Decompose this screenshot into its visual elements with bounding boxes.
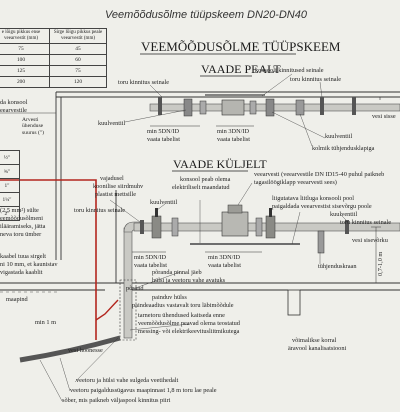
underground-pipe — [19, 335, 121, 363]
note-5: kaabel tuua sirgelt — [0, 253, 47, 260]
label-konsool-kinnitus: konsooli kinnitused seinale — [255, 67, 324, 74]
label-top-vaata-1: vaata tabelist — [147, 136, 181, 143]
label-tarnetoru: tarnetoru ühendused kaitseda enne — [138, 312, 225, 319]
top-valve-right — [265, 98, 275, 117]
side-view-pipe — [19, 182, 400, 402]
label-vajadusel: vajadusel — [100, 175, 124, 182]
label-side-toru-kinnitus: toru kinnitus seinale — [74, 207, 126, 214]
label-tagasilook: tagasilöögiklapp veearvesti sees) — [254, 179, 337, 186]
label-veetoru-paigaldus: veetoru paigaldussügavus maapinnast 1,8 … — [70, 387, 217, 394]
schematic-heading: VEEMÕÕDUSÕLME TÜÜPSKEEM — [141, 39, 341, 54]
label-side-kuulventiil-a: kuulventiil — [150, 199, 178, 206]
label-top-toru-left: toru kinnitus seinale — [118, 79, 170, 86]
label-veetoru-ja: veetoru ja hülsi vahe sulgeda veetihedal… — [76, 377, 179, 384]
label-liigutatava: liigutatava liitluga konsooli pool — [272, 195, 355, 202]
label-min-1m: min 1 m — [35, 319, 56, 326]
top-view-pipe — [124, 73, 400, 147]
note-2: eemõõdusõlmeni — [0, 215, 44, 222]
pipe-sleeve — [119, 279, 137, 341]
label-height-dimension: 0,7-1,0 m — [377, 251, 384, 276]
label-side-toru-seinale: toru kinnitus seinale — [340, 219, 392, 226]
label-painde: paindeaadius vastavalt toru läbimõõdule — [132, 302, 234, 309]
spec-header-after: Sirge lõigu pikkus peale veearvestit (mm… — [49, 28, 107, 44]
top-clamp-3 — [352, 97, 356, 115]
top-view-wall — [55, 91, 400, 260]
note-3: ilääramiseks, jätta — [0, 223, 46, 230]
label-porand: põrand — [126, 285, 144, 292]
label-sober: sõber, mis paikneb väljaspool kinnitus p… — [62, 397, 171, 404]
label-hulsi: hülsi ja veetoru vahe avatuks — [152, 277, 226, 284]
label-maapind: maapind — [6, 296, 28, 303]
side-valve-right — [265, 215, 276, 239]
top-valve-left — [183, 98, 193, 117]
table-row: ¾" — [0, 164, 20, 179]
label-plastist: plastist mettsille — [95, 191, 137, 198]
label-elektriliselt: elektriliselt maandatud — [172, 184, 230, 191]
spec-header-before: e lõigu pikkus ense veearvestit (mm) — [0, 28, 50, 44]
label-painduv: painduv hülss — [152, 294, 187, 301]
top-tee — [295, 99, 305, 116]
arvesti-header: Arvesti ühenduse suurus (") — [22, 117, 45, 136]
label-vesi-hoonesse: vesi hoonesse — [68, 347, 103, 354]
note-4: neva toru ümber — [0, 231, 42, 238]
label-poranda: põranda pinnal jäeb — [152, 269, 202, 276]
note-7: vigastada kaablit — [0, 269, 43, 276]
left-veearvesti: eearvestile — [0, 107, 27, 114]
top-meter — [221, 99, 245, 116]
label-tuhjenduskraan: tühjenduskraan — [318, 263, 357, 270]
label-top-vesi-sisse: vesi sisse — [372, 113, 396, 120]
label-top-kuulventiil-right: kuulventiil — [325, 133, 353, 140]
top-clamp-2 — [320, 97, 324, 115]
label-side-min3dn: min 3DN/ID — [208, 254, 241, 261]
label-side-vaata-1: vaata tabelist — [134, 262, 168, 269]
label-messingvoi: messing- või elektrikeevitusliitmikutega — [138, 328, 240, 335]
label-side-kuulventiil-b: kuulventiil — [330, 211, 358, 218]
label-veearvesti: veearvesti (veearvestile DN ID15-40 puhu… — [254, 171, 385, 178]
label-top-min3dn: min 3DN/ID — [217, 128, 250, 135]
label-kolmik: kolmik tühjendusklapiga — [312, 145, 375, 152]
side-meter — [221, 211, 249, 237]
table-row: 1" — [0, 178, 20, 193]
note-6: ni 10 mm, et kaunistav — [0, 261, 58, 268]
top-clamp-1 — [158, 97, 162, 115]
table-row: 1¼" — [0, 192, 20, 207]
left-konsool: da konsool — [0, 99, 28, 106]
size-table: ½" ¾" 1" 1¼" 2" — [0, 150, 20, 221]
label-top-toru-right: toru kinnitus seinale — [290, 76, 342, 83]
label-top-min5dn: min 5DN/ID — [147, 128, 180, 135]
side-drain-valve — [317, 230, 325, 254]
note-1: (2,5 mm²) sülte — [0, 207, 39, 214]
label-top-kuulventiil-left: kuulventiil — [98, 120, 126, 127]
label-aravool: äravool kanalisatsiooni — [288, 345, 347, 352]
label-voimalikse: võimalikse korral — [292, 337, 337, 344]
label-konsool-peab: konsool peab olema — [180, 176, 231, 183]
table-row: ½" — [0, 150, 20, 165]
side-view-structure — [0, 190, 400, 316]
table-row: 2" — [0, 206, 20, 221]
side-valve-left — [151, 215, 162, 239]
label-koonilise: koonilise siirdmuhv — [93, 183, 144, 190]
document-title: Veemõõdusõlme tüüpskeem DN20-DN40 — [105, 9, 307, 21]
label-vesi-sisevorku: vesi sisevõrku — [352, 237, 388, 244]
label-top-vaata-2: vaata tabelist — [217, 136, 251, 143]
spec-table: e lõigu pikkus ense veearvestit (mm) Sir… — [0, 28, 107, 88]
label-side-min5dn: min 5DN/ID — [134, 254, 167, 261]
top-view-heading: VAADE PEALT — [201, 62, 281, 76]
label-veemoodus: veemõõdusõlme peavad olema teostatud — [138, 320, 240, 327]
grounding-cable — [0, 179, 97, 340]
floor-drain — [287, 289, 301, 316]
label-side-vaata-2: vaata tabelist — [208, 262, 242, 269]
side-view-heading: VAADE KÜLJELT — [173, 157, 267, 171]
label-paigaldada: paigaldada veearvestist sisevõrgu poole — [272, 203, 372, 210]
